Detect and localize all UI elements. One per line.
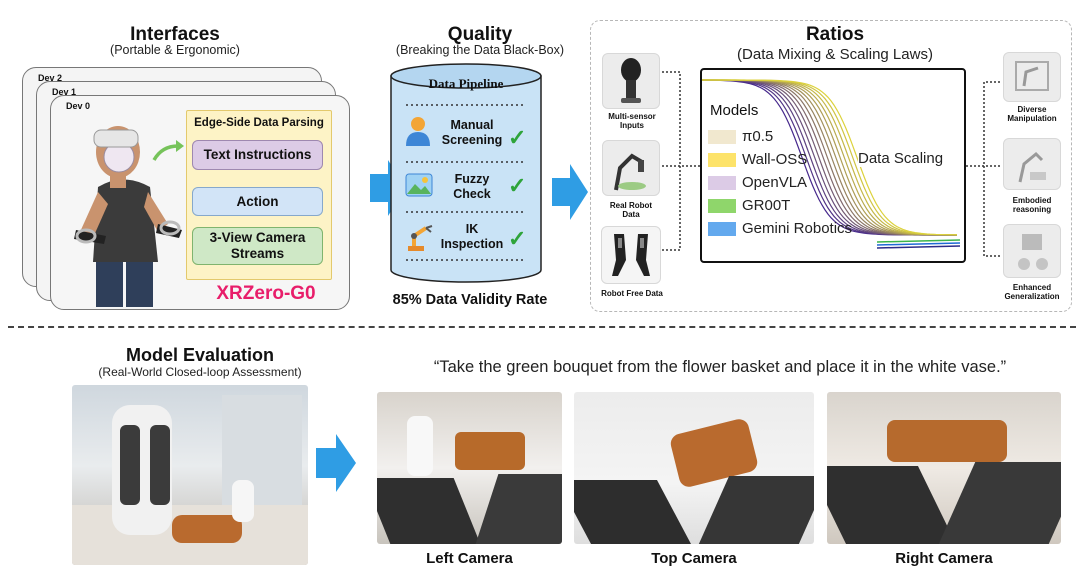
scaling-curves [702,79,961,249]
legend-swatch [708,152,736,167]
manual-screening-label: Manual Screening [441,118,503,147]
left-camera-label: Left Camera [426,550,513,567]
brand-label: XRZero-G0 [216,283,316,304]
quality-title: Quality [447,24,513,45]
vr-operator-illustration [74,126,182,307]
left-camera-photo [377,392,562,544]
data-scaling-label: Data Scaling [858,150,944,167]
enhanced-generalization-label: Enhanced Generalization [1004,283,1060,301]
ratios-subtitle: (Data Mixing & Scaling Laws) [737,46,933,63]
plateau-line [876,245,961,249]
edge-parsing-title: Edge-Side Data Parsing [194,117,324,129]
legend-swatch [708,175,736,190]
check-icon: ✓ [508,226,527,251]
legend-item: GR00T [708,197,790,214]
ratios-panel [590,20,1072,312]
gripper-icon [612,234,650,276]
legend-label: π0.5 [742,128,774,145]
ik-inspection-label: IK Inspection [440,222,504,251]
real-robot-label: Real Robot Data [609,201,653,219]
top-camera-label: Top Camera [651,550,737,567]
legend-swatch [708,198,736,213]
action-box: Action [192,187,323,216]
diverse-manipulation-thumb [1003,52,1061,102]
device-label-1: Dev 1 [52,87,77,97]
robot-free-thumb [601,226,661,284]
legend-label: GR00T [742,197,791,214]
legend-item: OpenVLA [708,174,807,191]
scaling-curve [702,79,958,236]
evaluation-title: Model Evaluation [125,345,275,365]
check-icon: ✓ [508,125,527,150]
ratios-title: Ratios [805,24,865,45]
diverse-manipulation-label: Diverse Manipulation [1007,105,1057,123]
right-camera-photo [827,392,1061,544]
robot-arm-icon [408,225,433,251]
plateau-line [876,242,961,246]
task-instruction: “Take the green bouquet from the flower … [433,358,1007,376]
pipeline-title: Data Pipeline [428,76,504,91]
legend-label: Wall-OSS [742,151,808,168]
generalization-icon [1018,234,1048,270]
manipulation-icon [1015,61,1049,91]
device-label-2: Dev 2 [38,73,63,83]
device-label-0: Dev 0 [66,101,91,111]
interfaces-subtitle: (Portable & Ergonomic) [110,43,240,57]
embodied-reasoning-thumb [1003,138,1061,190]
legend-swatch [708,221,736,236]
legend-item: π0.5 [708,128,773,145]
plateau-line [876,239,961,243]
embodied-reasoning-label: Embodied reasoning [1012,196,1052,214]
legend-item: Wall-OSS [708,151,807,168]
fuzzy-check-label: Fuzzy Check [453,172,491,201]
text-instructions-box: Text Instructions [192,140,323,170]
legend-item: Gemini Robotics [708,220,852,237]
flow-arrow-icon [552,164,588,220]
robot-free-label: Robot Free Data [601,289,663,298]
right-camera-label: Right Camera [895,550,993,567]
flow-arrow-icon [316,434,356,492]
image-icon [405,173,433,197]
top-camera-photo [574,392,814,544]
sensor-device-icon [621,58,641,103]
enhanced-generalization-thumb [1003,224,1061,278]
evaluation-subtitle: (Real-World Closed-loop Assessment) [98,365,302,379]
check-icon: ✓ [508,173,527,198]
quality-subtitle: (Breaking the Data Black-Box) [395,43,565,57]
person-icon [406,117,430,146]
legend-swatch [708,129,736,144]
reasoning-icon [1018,151,1046,183]
green-arrow-icon [152,140,184,161]
camera-streams-box: 3-View Camera Streams [192,227,323,265]
output-connectors [966,81,1002,257]
multi-sensor-label: Multi-sensor Inputs [608,112,656,130]
legend-label: Gemini Robotics [742,220,853,237]
validity-rate-label: 85% Data Validity Rate [392,292,548,308]
legend-label: OpenVLA [742,174,808,191]
section-divider [8,326,1076,328]
input-connectors [662,71,700,251]
legend-title: Models [710,102,759,119]
interfaces-title: Interfaces [130,24,220,45]
robot-arm-icon [614,153,646,191]
evaluation-scene-photo [72,385,308,565]
